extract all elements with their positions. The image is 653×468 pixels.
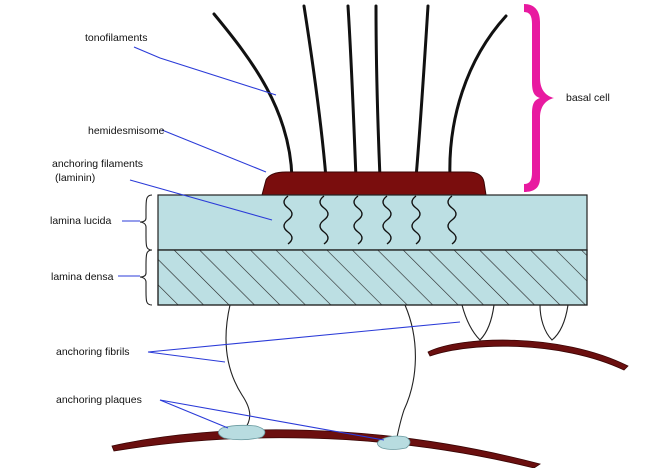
label-lamina-lucida: lamina lucida [50, 215, 111, 227]
label-basal-cell: basal cell [566, 92, 610, 104]
label-anchoring-filaments-laminin: (laminin) [55, 172, 95, 184]
anchoring-fibril-right-b [539, 304, 569, 341]
tonofilament-5 [414, 4, 430, 180]
anchoring-filament-5 [411, 195, 421, 245]
leader-hemidesmisome [161, 129, 267, 173]
lamina-densa-bracket [139, 249, 153, 306]
anchoring-filament-6 [447, 195, 457, 245]
anchoring-fibril-center [395, 304, 416, 443]
anchoring-filament-4 [382, 195, 392, 245]
anchoring-plaque-left [218, 424, 266, 441]
tonofilament-1 [212, 12, 294, 180]
label-tonofilaments: tonofilaments [85, 32, 147, 44]
anchoring-filament-1 [283, 195, 293, 245]
lamina-lucida-bracket [139, 194, 153, 251]
anchoring-fibril-right-a [461, 304, 495, 341]
tonofilament-2 [302, 4, 328, 180]
label-anchoring-filaments: anchoring filaments [52, 158, 143, 170]
tonofilament-6 [448, 14, 508, 180]
label-anchoring-plaques: anchoring plaques [56, 394, 142, 406]
tonofilament-4 [374, 4, 382, 180]
hemidesmosome-plaque [261, 171, 487, 196]
anchoring-fibril-left [225, 304, 251, 431]
basal-cell-brace [524, 4, 554, 192]
leader-anchoring-plaques-a [159, 399, 229, 429]
lamina-lucida-layer [157, 194, 588, 251]
leader-tonofilaments [133, 46, 277, 96]
label-hemidesmisome: hemidesmisome [88, 125, 165, 137]
label-lamina-densa: lamina densa [51, 271, 114, 283]
tonofilament-3 [346, 4, 358, 180]
leader-anchoring-fibrils-b [147, 321, 461, 353]
lamina-densa-hatching [157, 249, 588, 306]
anchoring-plaque-right [377, 435, 411, 450]
leader-anchoring-filaments [129, 179, 273, 221]
anchoring-filament-2 [319, 195, 329, 245]
leader-anchoring-fibrils-a [147, 351, 226, 363]
leader-anchoring-plaques-b [159, 399, 385, 441]
collagen-fiber-right [427, 339, 629, 371]
label-anchoring-fibrils: anchoring fibrils [56, 346, 130, 358]
anchoring-filament-3 [353, 195, 363, 245]
collagen-fiber-bottom [111, 429, 541, 468]
